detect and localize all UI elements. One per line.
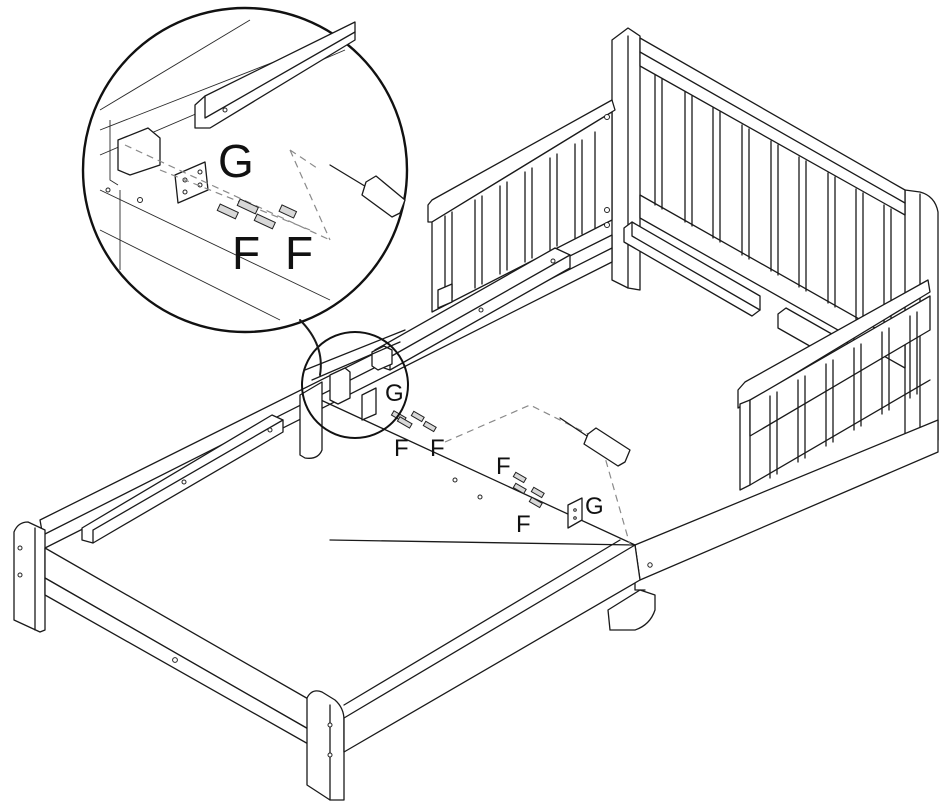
label-screw-F-detail-left: F <box>232 227 261 279</box>
side-rail-front <box>607 419 939 631</box>
label-screw-F-lower-bottom: F <box>516 511 531 538</box>
side-guard-rail-right <box>737 279 931 491</box>
label-screw-F-mid-right: F <box>430 435 445 462</box>
label-bracket-G-detail: G <box>218 135 254 187</box>
rear-left-post <box>299 381 323 459</box>
label-screw-F-detail-right: F <box>285 227 314 279</box>
label-bracket-G-mid: G <box>385 380 404 407</box>
label-screw-F-lower-top: F <box>496 453 511 480</box>
side-guard-rail-left <box>427 99 616 313</box>
detail-circle-small <box>301 329 409 439</box>
screws-F-mid <box>390 410 437 433</box>
footboard <box>13 414 345 801</box>
guide-line-lower <box>444 404 631 546</box>
callout-connector <box>299 319 322 376</box>
screwdriver-lower-icon <box>559 417 631 467</box>
side-rail-front-long <box>309 394 641 753</box>
label-bracket-G-lower: G <box>585 493 604 520</box>
detail-circle-large <box>81 6 409 334</box>
screws-F-lower <box>512 471 545 509</box>
headboard <box>611 27 939 451</box>
label-screw-F-mid-left: F <box>394 435 409 462</box>
bracket-G-lower <box>567 497 583 529</box>
